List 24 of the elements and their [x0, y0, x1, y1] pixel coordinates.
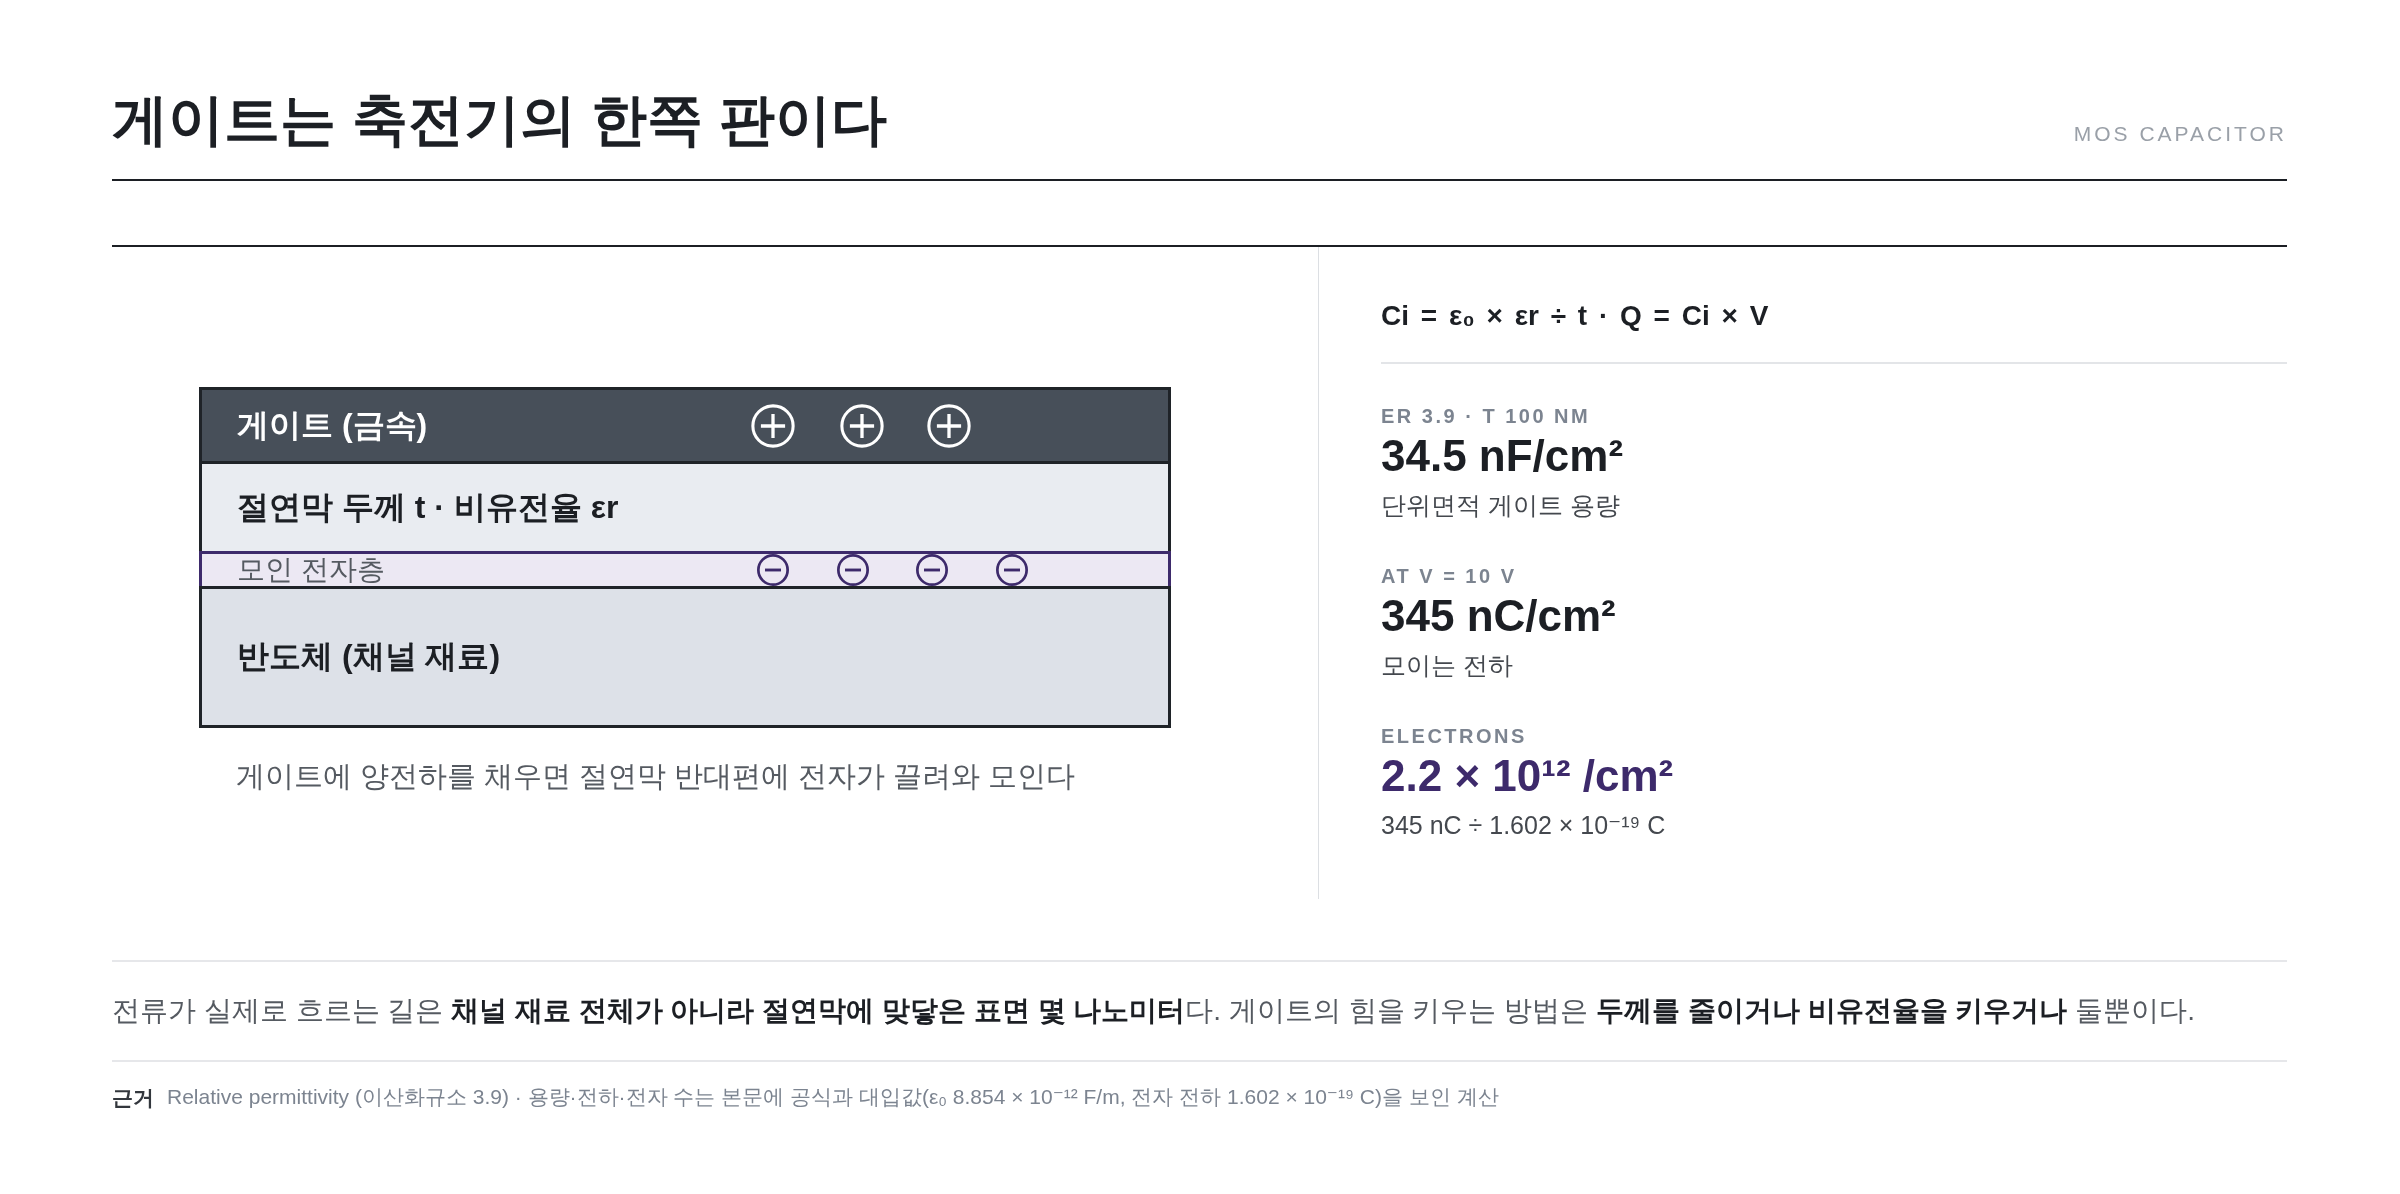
stat-description: 단위면적 게이트 용량: [1381, 490, 1620, 520]
formula: Ci = ε₀ × εr ÷ t · Q = Ci × V: [1381, 299, 1769, 333]
source-heading: 근거: [112, 1085, 154, 1111]
gate-layer: [199, 387, 1171, 464]
insulator-layer: [199, 464, 1171, 551]
electron-layer: [199, 551, 1171, 586]
stat-value: 2.2 × 10¹² /cm²: [1381, 750, 1674, 802]
stat-value: 345 nC/cm²: [1381, 590, 1616, 642]
source-note: Relative permittivity (이산화규소 3.9) · 용량·전하·전자 수는 본문에 공식과 대입값(ε₀ 8.854 × 10⁻¹² F/m, 전자 전하 1.602 × 10⁻¹⁹ C)을 보인 계산: [167, 1084, 1499, 1110]
summary-paragraph: 전류가 실제로 흐르는 길은 채널 재료 전체가 아니라 절연막에 맞닿은 표면 몇 나노미터다. 게이트의 힘을 키우는 방법은 두께를 줄이거나 비유전율을 키우거나 둘뿐이다.: [112, 994, 2195, 1028]
stat-description: 모이는 전하: [1381, 650, 1513, 680]
stat-kicker: ER 3.9 · T 100 NM: [1381, 404, 1591, 428]
layer-label: 절연막 두께 t · 비유전율 εr: [237, 489, 619, 526]
stat-kicker: AT V = 10 V: [1381, 564, 1517, 588]
layer-label: 모인 전자층: [237, 554, 385, 586]
stat-value: 34.5 nF/cm²: [1381, 430, 1624, 482]
stat-kicker: ELECTRONS: [1381, 724, 1527, 748]
section-tag: MOS CAPACITOR: [2073, 121, 2287, 147]
semiconductor-layer: [199, 586, 1171, 728]
layer-label: 반도체 (채널 재료): [237, 639, 501, 675]
stat-description: 345 nC ÷ 1.602 × 10⁻¹⁹ C: [1381, 810, 1666, 840]
title: 게이트는 축전기의 한쪽 판이다: [112, 88, 887, 153]
layer-label: 게이트 (금속): [237, 407, 428, 444]
figure-caption: 게이트에 양전하를 채우면 절연막 반대편에 전자가 끌려와 모인다: [236, 759, 1076, 794]
